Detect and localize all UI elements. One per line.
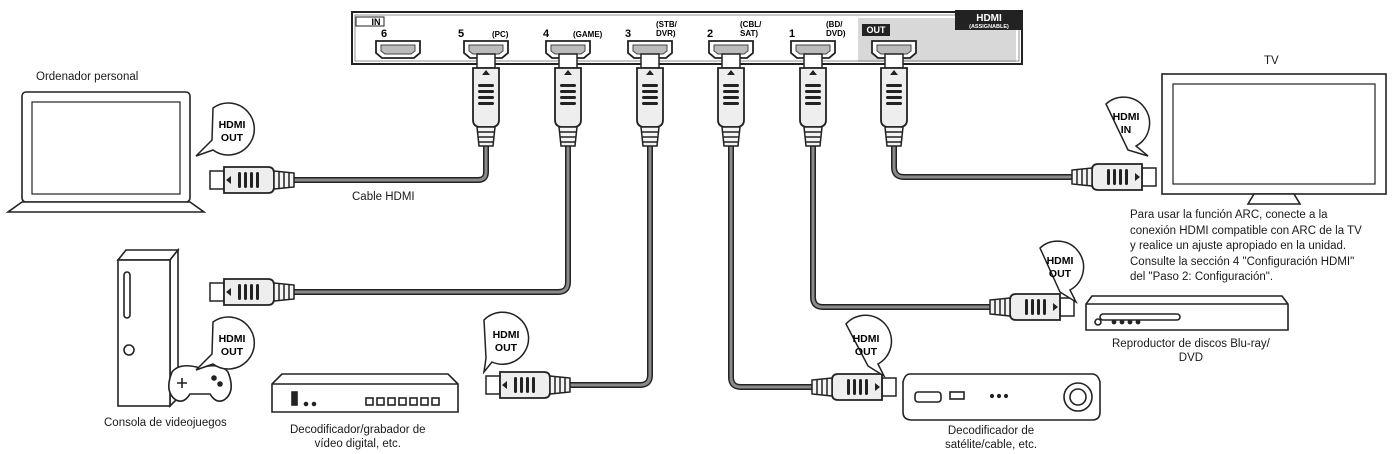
bubble-pc-hdmi-out: HDMI OUT [195,102,255,157]
in-tag: IN [355,16,385,27]
in-tag-label: IN [372,17,381,27]
satellite-box-icon [902,373,1101,421]
console-label: Consola de videojuegos [104,417,227,429]
port-4-tag: (GAME) [573,30,603,39]
tv-icon [1161,73,1387,205]
bluray-label-line-1: Reproductor de discos Blu-ray/ [1112,338,1270,350]
svg-text:HDMI: HDMI [1113,111,1140,123]
bubble-console-hdmi-out: HDMI OUT [195,316,255,371]
cable-label: Cable HDMI [352,191,415,203]
svg-text:HDMI: HDMI [219,119,246,131]
svg-text:HDMI: HDMI [493,329,520,341]
plug-port-1 [799,53,827,147]
bluray-player-icon [1085,295,1289,331]
svg-text:OUT: OUT [855,346,878,358]
bubble-dvr-hdmi-out: HDMI OUT [482,311,530,375]
receiver-hdmi-panel: IN HDMI (ASSIGNABLE) OUT 6 5 (PC) 4 (GAM… [351,10,1023,65]
tv-label: TV [1264,55,1279,67]
bubble-tv-hdmi-in: HDMI IN [1105,96,1151,157]
arc-note-line-5: del "Paso 2: Configuración". [1130,271,1274,283]
plug-port-out [880,53,908,147]
arc-note-line-3: y realice un ajuste apropiado en la unid… [1130,240,1347,252]
svg-text:HDMI: HDMI [1047,255,1074,267]
svg-text:HDMI: HDMI [853,333,880,345]
port-4-number: 4 [543,28,550,40]
port-2-number: 2 [707,28,713,40]
arc-note-line-4: Consulte la sección 4 "Configuración HDM… [1130,255,1355,268]
bubble-bluray-hdmi-out: HDMI OUT [1039,240,1085,305]
plug-tv [1071,163,1157,191]
port-2-tag: (CBL/SAT) [740,20,762,38]
svg-text:IN: IN [1121,124,1132,136]
port-1-tag: (BD/DVD) [826,20,846,38]
hdmi-cables [291,144,1075,390]
bubble-sat-hdmi-out: HDMI OUT [845,314,893,379]
dvr-label: Decodificador/grabador de vídeo digital,… [290,423,426,451]
dvr-label-line-1: Decodificador/grabador de [290,424,426,436]
plug-port-5 [472,53,500,147]
dvr-recorder-icon [271,373,459,413]
svg-text:HDMI: HDMI [219,333,246,345]
svg-text:OUT: OUT [495,342,518,354]
brand-plate-subtitle: (ASSIGNABLE) [969,24,1009,30]
plug-port-2 [717,53,745,147]
sat-label: Decodificador de satélite/cable, etc. [945,424,1037,452]
plug-bluray [989,293,1075,321]
out-tag-label: OUT [867,25,887,35]
game-console-icon [116,247,180,408]
sat-label-line-1: Decodificador de [947,425,1035,437]
plug-port-4 [554,53,582,147]
svg-text:OUT: OUT [221,132,244,144]
port-6-number: 6 [381,28,387,40]
pc-label: Ordenador personal [36,71,139,83]
hdmi-port-6 [375,40,421,59]
port-5-number: 5 [458,28,464,40]
arc-note-line-1: Para usar la función ARC, conecte a la [1130,209,1328,221]
bluray-label: Reproductor de discos Blu-ray/ DVD [1112,337,1270,365]
port-3-tag: (STB/DVR) [656,20,678,38]
plug-pc [209,166,295,194]
arc-note-line-2: conexión HDMI compatible con ARC de la T… [1130,224,1362,237]
port-3-number: 3 [625,28,631,40]
plug-sat [811,373,897,401]
brand-plate-title: HDMI [976,13,1002,24]
gamepad-icon [168,364,232,402]
brand-plate: HDMI (ASSIGNABLE) [955,10,1023,30]
bluray-label-line-2: DVD [1178,352,1204,364]
dvr-label-line-2: vídeo digital, etc. [314,438,401,450]
svg-text:OUT: OUT [1049,268,1072,280]
arc-note: Para usar la función ARC, conecte a la c… [1130,208,1362,286]
plug-dvr [485,371,571,399]
out-tag: OUT [862,24,890,36]
plug-port-3 [636,53,664,147]
port-5-tag: (PC) [492,30,509,39]
laptop-icon [5,91,207,213]
plug-console [209,278,295,306]
svg-text:OUT: OUT [221,346,244,358]
sat-label-line-2: satélite/cable, etc. [945,439,1038,451]
port-1-number: 1 [789,28,795,40]
